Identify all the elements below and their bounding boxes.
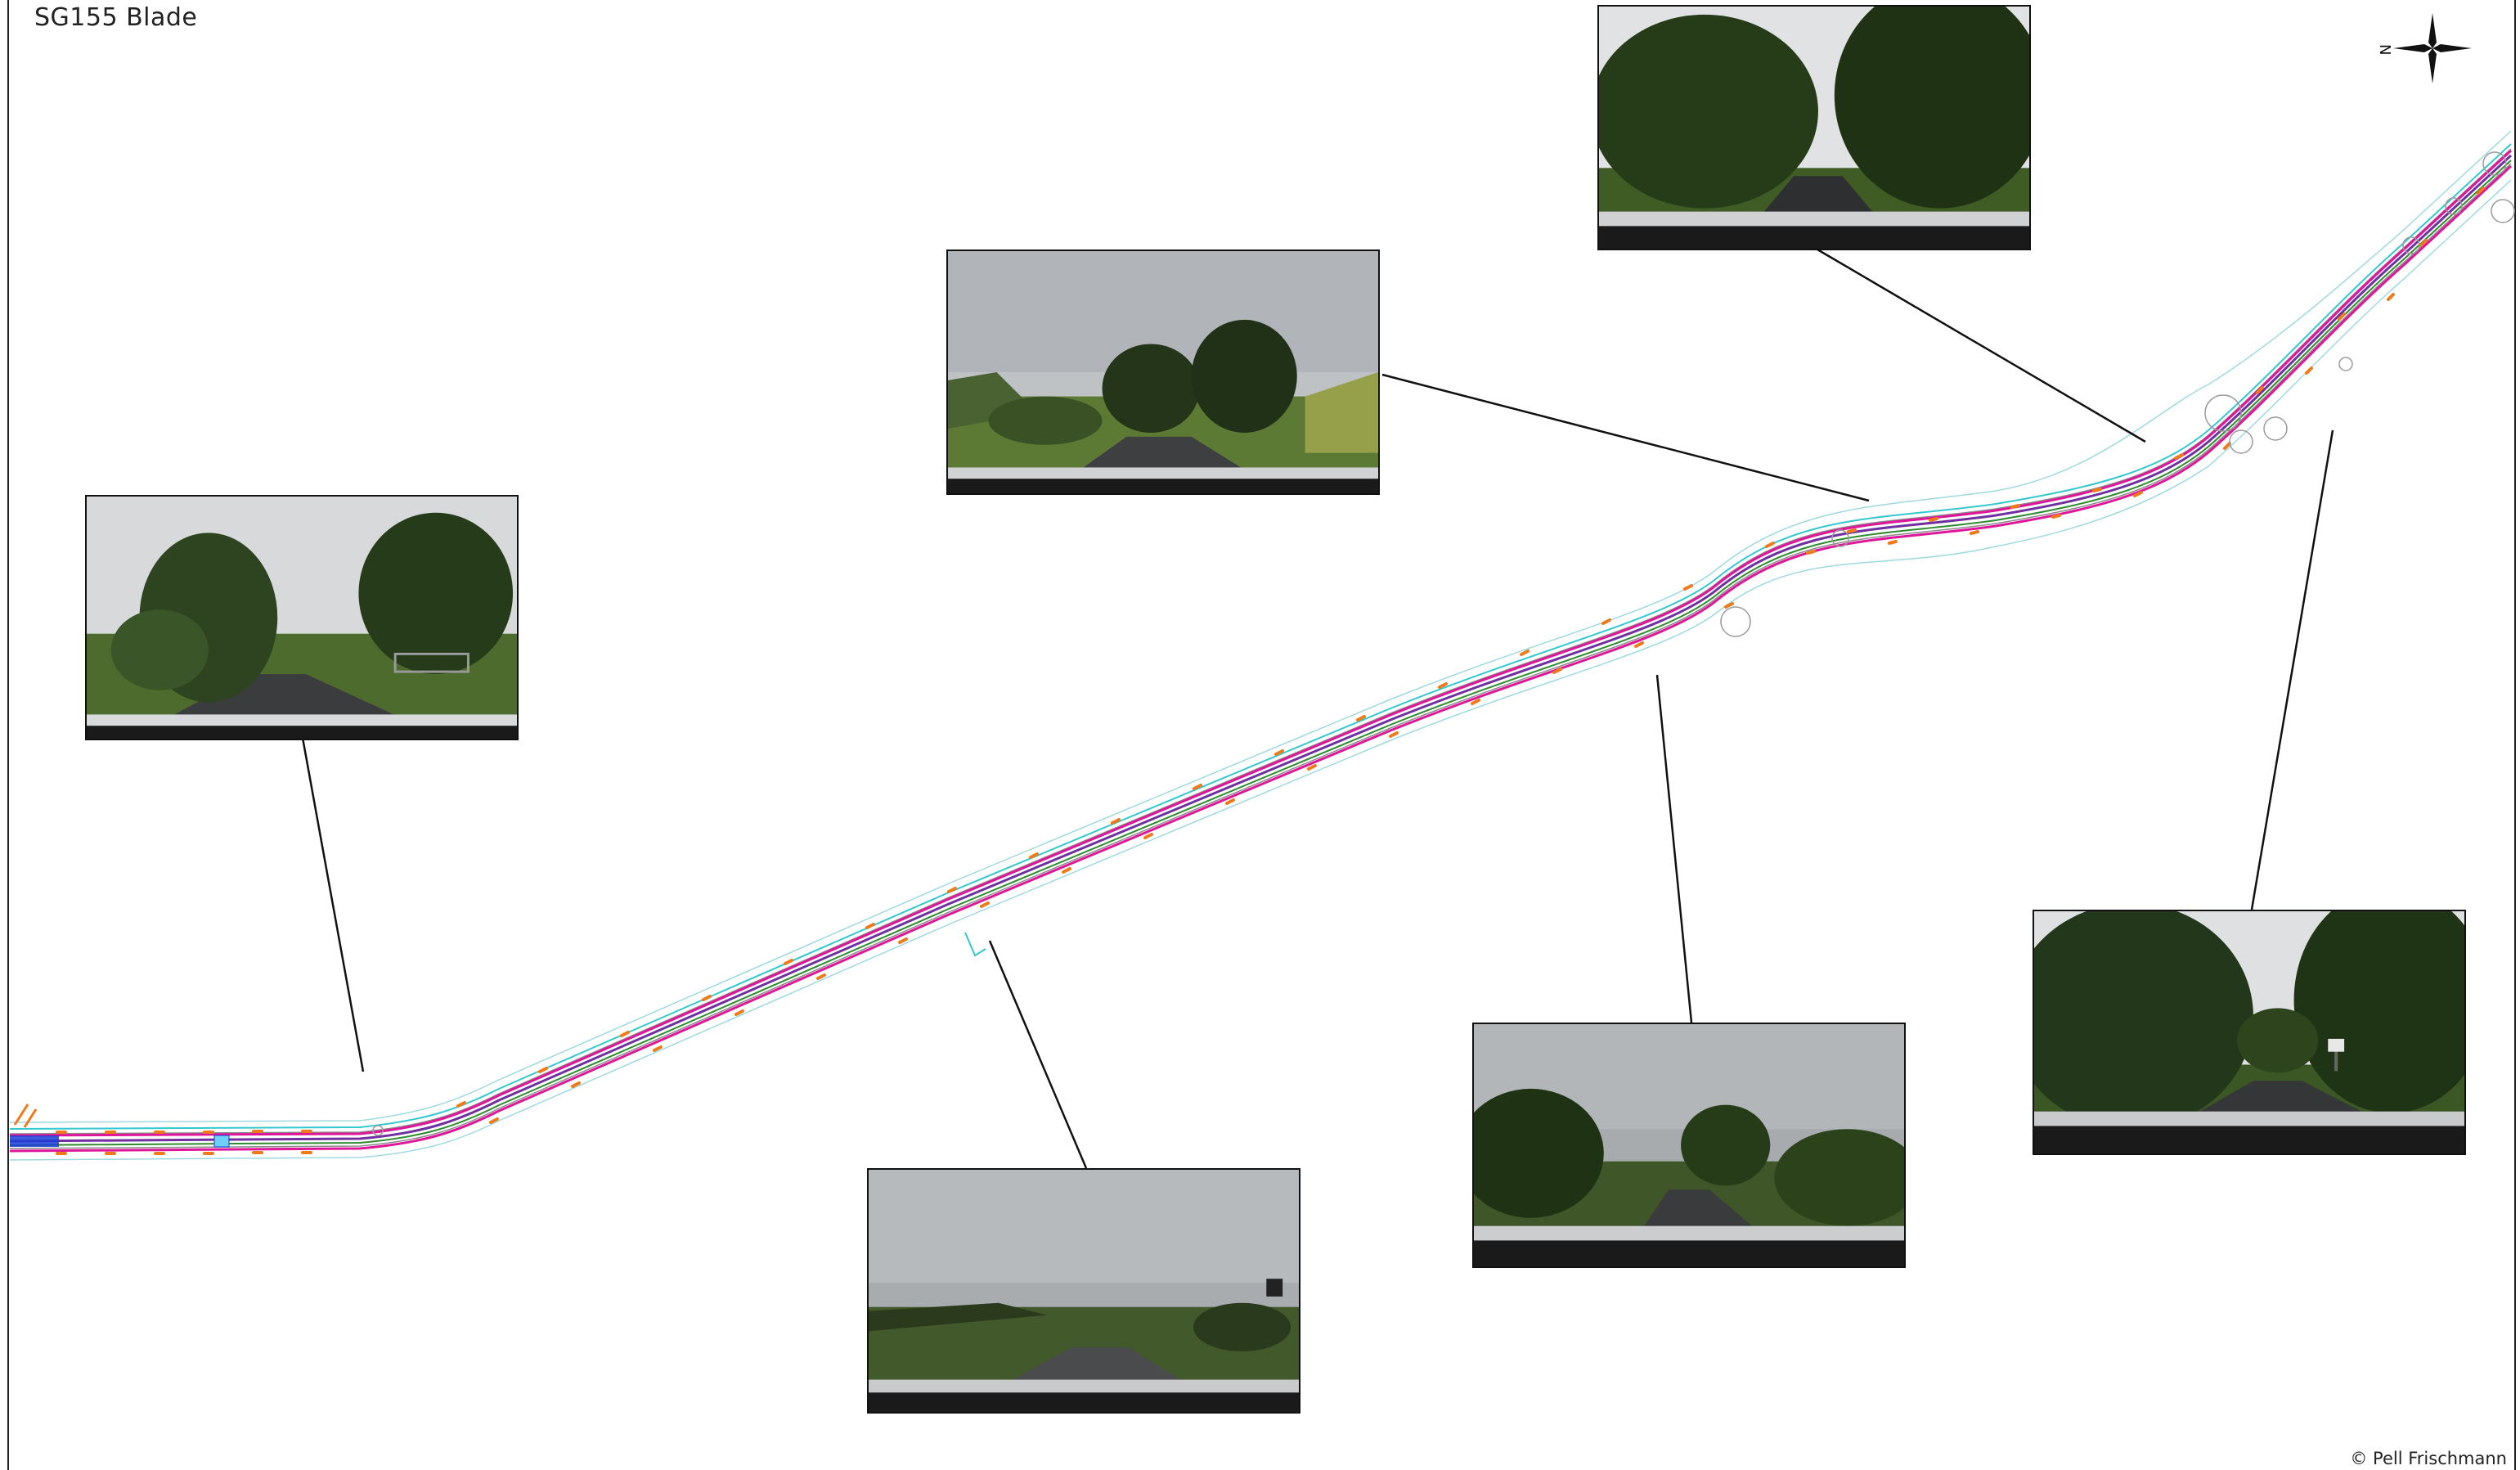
road-photo-5	[1472, 1023, 1906, 1268]
photo-leader-lines	[301, 248, 2334, 1169]
north-arrow-icon: N	[2376, 13, 2472, 83]
route-outline	[9, 130, 2512, 1161]
edge-lines	[9, 160, 2512, 1146]
copyright-notice: © Pell Frischmann	[2350, 1449, 2507, 1468]
side-junction	[964, 932, 986, 957]
tree-symbols	[372, 151, 2515, 1136]
road-photo-3	[1597, 5, 2031, 250]
road-view-photo	[948, 251, 1378, 493]
chainage-markers	[56, 187, 2485, 1155]
road-photo-2	[946, 249, 1380, 495]
start-box	[213, 1135, 230, 1148]
road-photo-4	[867, 1168, 1300, 1414]
road-view-photo	[87, 497, 517, 739]
start-hatch	[13, 1104, 38, 1128]
sheet-border-right	[2514, 0, 2516, 1470]
north-label: N	[2376, 44, 2393, 55]
road-view-photo	[2034, 911, 2464, 1153]
road-photo-1	[85, 495, 519, 740]
road-view-photo	[1474, 1024, 1904, 1266]
road-view-photo	[1599, 7, 2029, 249]
sheet-title: SG155 Blade	[34, 3, 198, 32]
start-marker	[10, 1135, 59, 1147]
sheet-border-left	[7, 0, 9, 1470]
road-photo-6	[2033, 910, 2466, 1155]
verge-lines	[9, 143, 2512, 1130]
road-view-photo	[869, 1170, 1299, 1412]
